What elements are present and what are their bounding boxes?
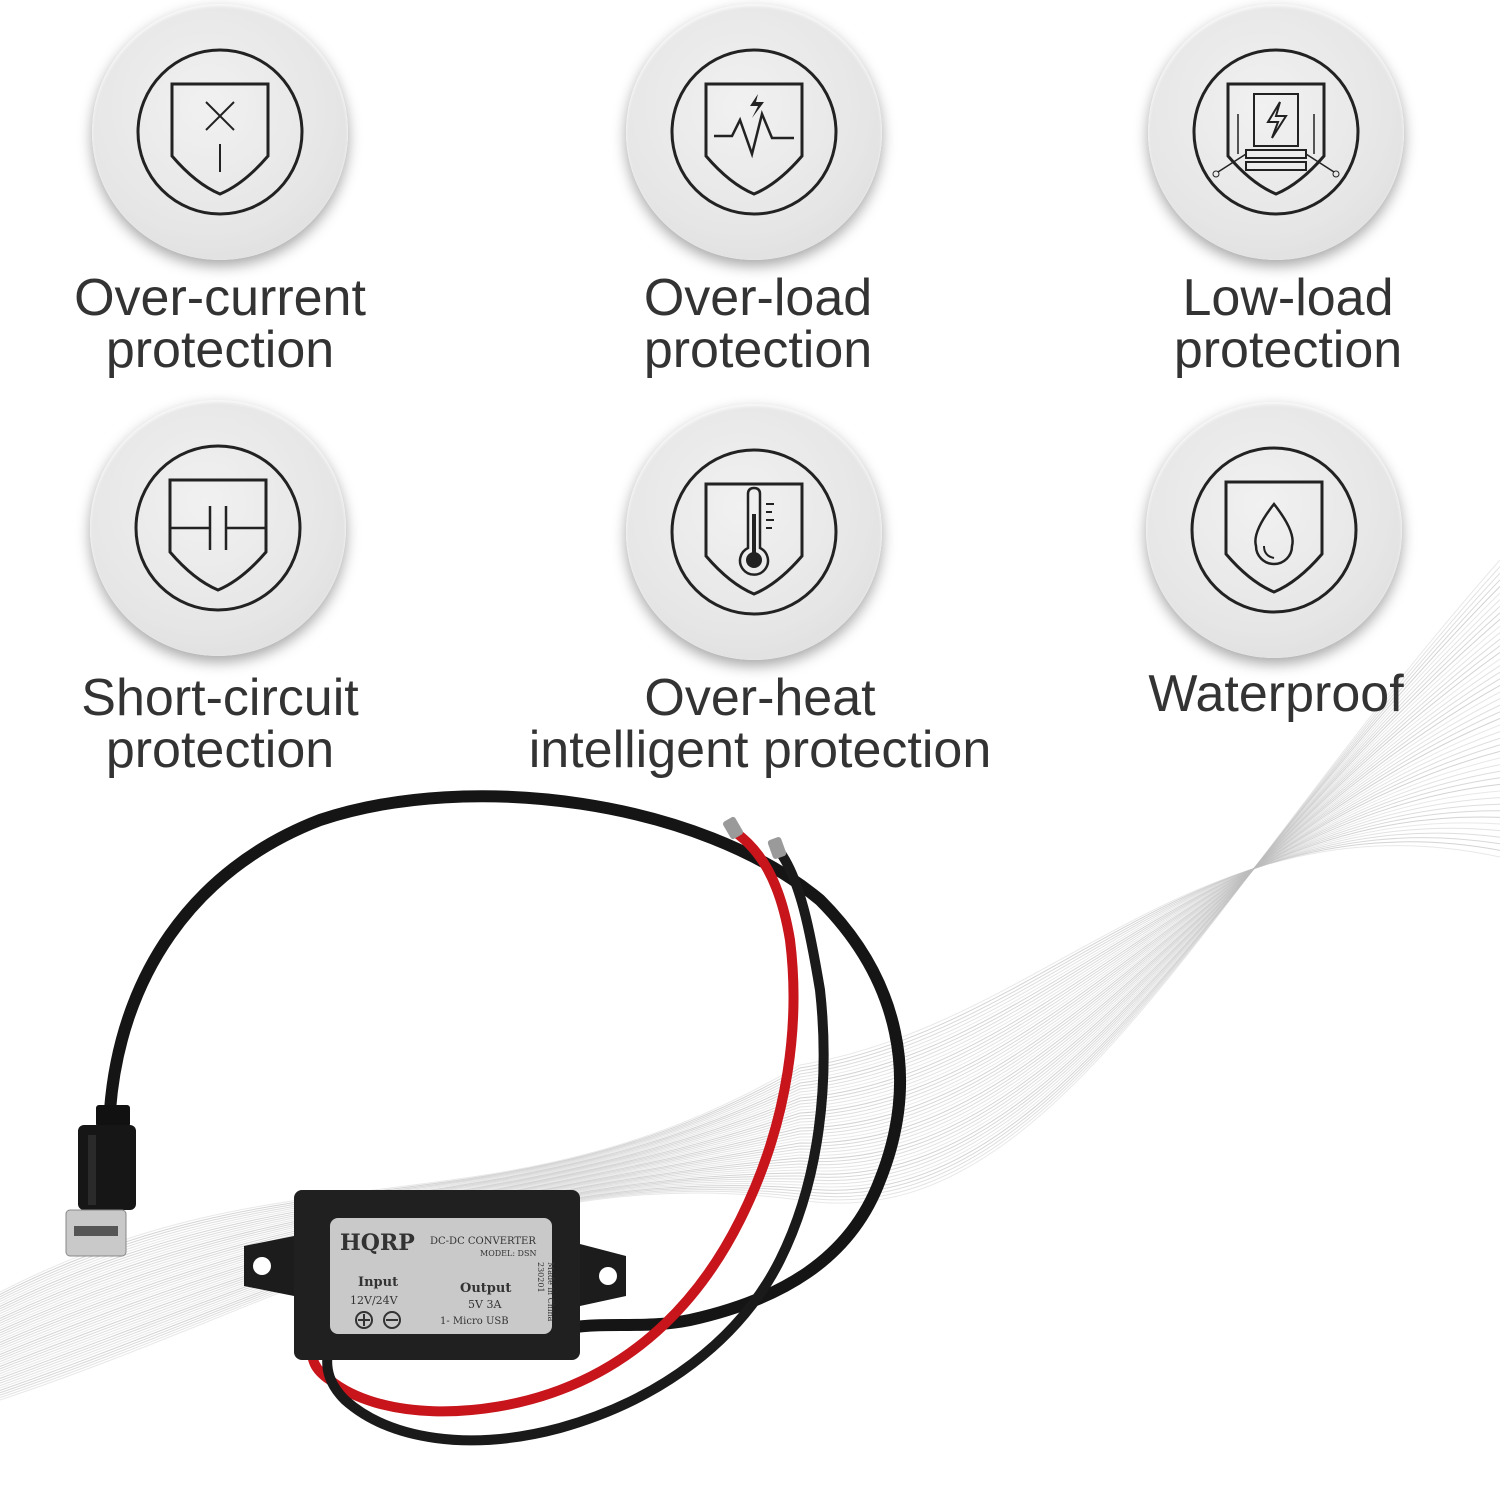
shield-thermometer-icon — [670, 448, 838, 616]
usb-cable — [104, 790, 906, 1336]
polarity-icons — [355, 1311, 401, 1329]
micro-usb-connector — [65, 1105, 136, 1257]
feature-caption: Over-load protection — [498, 272, 1018, 376]
dc-dc-converter-photo: HQRP DC-DC CONVERTER MODEL: DSN Input 12… — [65, 790, 906, 1446]
shield-short-circuit-icon — [134, 444, 302, 612]
feature-disc — [626, 4, 882, 260]
origin-text: Made in China — [546, 1262, 555, 1322]
caption-line-2: protection — [1173, 321, 1403, 379]
black-wire — [322, 847, 829, 1446]
output-connector: 1- Micro USB — [440, 1316, 509, 1327]
feature-disc — [626, 404, 882, 660]
shield-water-drop-icon — [1190, 446, 1358, 614]
converter-housing: HQRP DC-DC CONVERTER MODEL: DSN Input 12… — [244, 1190, 626, 1360]
shield-circuit-icon — [1192, 48, 1360, 216]
feature-caption: Low-load protection — [1028, 272, 1500, 376]
feature-disc — [1148, 4, 1404, 260]
caption-line-2: protection — [105, 721, 335, 779]
red-wire — [306, 827, 799, 1417]
feature-disc — [1146, 402, 1402, 658]
output-value: 5V 3A — [468, 1298, 502, 1311]
caption-line-1: Over-load — [643, 269, 873, 327]
feature-disc — [92, 4, 348, 260]
feature-caption: Waterproof — [1016, 668, 1500, 720]
caption-line-1: Over-current — [74, 269, 366, 327]
caption-line-2: intelligent protection — [528, 721, 992, 779]
brand-logo: HQRP — [340, 1230, 415, 1256]
caption-line-1: Waterproof — [1148, 665, 1404, 723]
caption-line-1: Low-load — [1182, 269, 1394, 327]
input-label: Input — [358, 1275, 398, 1290]
caption-line-2: protection — [105, 321, 335, 379]
caption-line-2: protection — [643, 321, 873, 379]
caption-line-1: Over-heat — [644, 669, 876, 727]
product-title: DC-DC CONVERTER — [430, 1236, 536, 1247]
shield-x-icon — [136, 48, 304, 216]
feature-caption: Over-current protection — [0, 272, 480, 376]
shield-pulse-icon — [670, 48, 838, 216]
model-number: MODEL: DSN — [480, 1249, 536, 1258]
caption-line-1: Short-circuit — [81, 669, 359, 727]
feature-disc — [90, 400, 346, 656]
output-label: Output — [460, 1281, 511, 1296]
converter-label — [330, 1218, 552, 1334]
input-value: 12V/24V — [350, 1294, 399, 1307]
batch-number: 230201 — [536, 1262, 545, 1293]
feature-caption: Short-circuit protection — [0, 672, 480, 776]
feature-caption: Over-heat intelligent protection — [500, 672, 1020, 776]
